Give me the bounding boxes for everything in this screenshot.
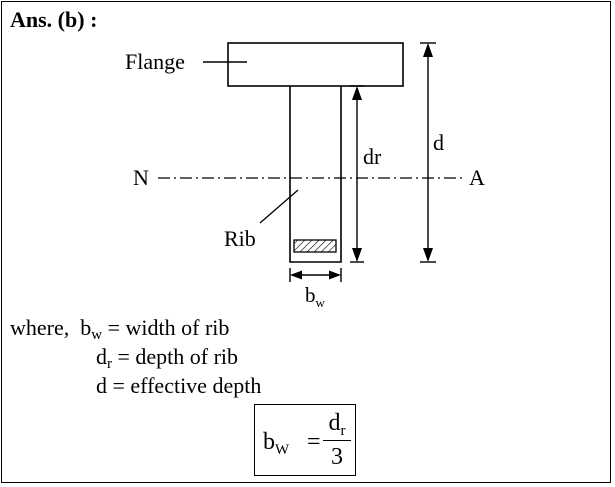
bw-dimension xyxy=(289,268,342,282)
formula-equals: = xyxy=(307,429,321,455)
rib-label: Rib xyxy=(224,226,256,251)
formula-box: bW = dr 3 xyxy=(254,404,356,476)
definition-effective-depth: d = effective depth xyxy=(96,373,262,398)
rib-rect xyxy=(289,86,342,263)
d-label: d xyxy=(433,130,444,155)
flange-rect xyxy=(227,42,404,87)
answer-heading: Ans. (b) : xyxy=(10,7,98,32)
definition-width: where, bw = width of rib xyxy=(10,315,230,343)
formula-numerator: dr xyxy=(328,410,346,439)
flange-label: Flange xyxy=(125,49,185,74)
definition-depth-rib: dr = depth of rib xyxy=(96,344,239,372)
neutral-axis-n-label: N xyxy=(133,165,149,190)
neutral-axis-a-label: A xyxy=(469,165,485,190)
fraction-bar xyxy=(323,440,351,441)
formula-denominator: 3 xyxy=(331,444,343,470)
where-label: where, xyxy=(10,315,70,340)
definitions-block: where, bw = width of rib dr = depth of r… xyxy=(10,313,261,400)
dr-label: dr xyxy=(363,144,382,169)
bw-label: bw xyxy=(305,283,326,310)
d-dimension xyxy=(420,42,436,263)
dr-dimension xyxy=(350,85,364,263)
reinforcement-bar xyxy=(293,239,337,253)
formula-fraction: dr 3 xyxy=(323,409,351,471)
rib-leader xyxy=(259,189,299,224)
formula-lhs: bW xyxy=(263,429,290,458)
